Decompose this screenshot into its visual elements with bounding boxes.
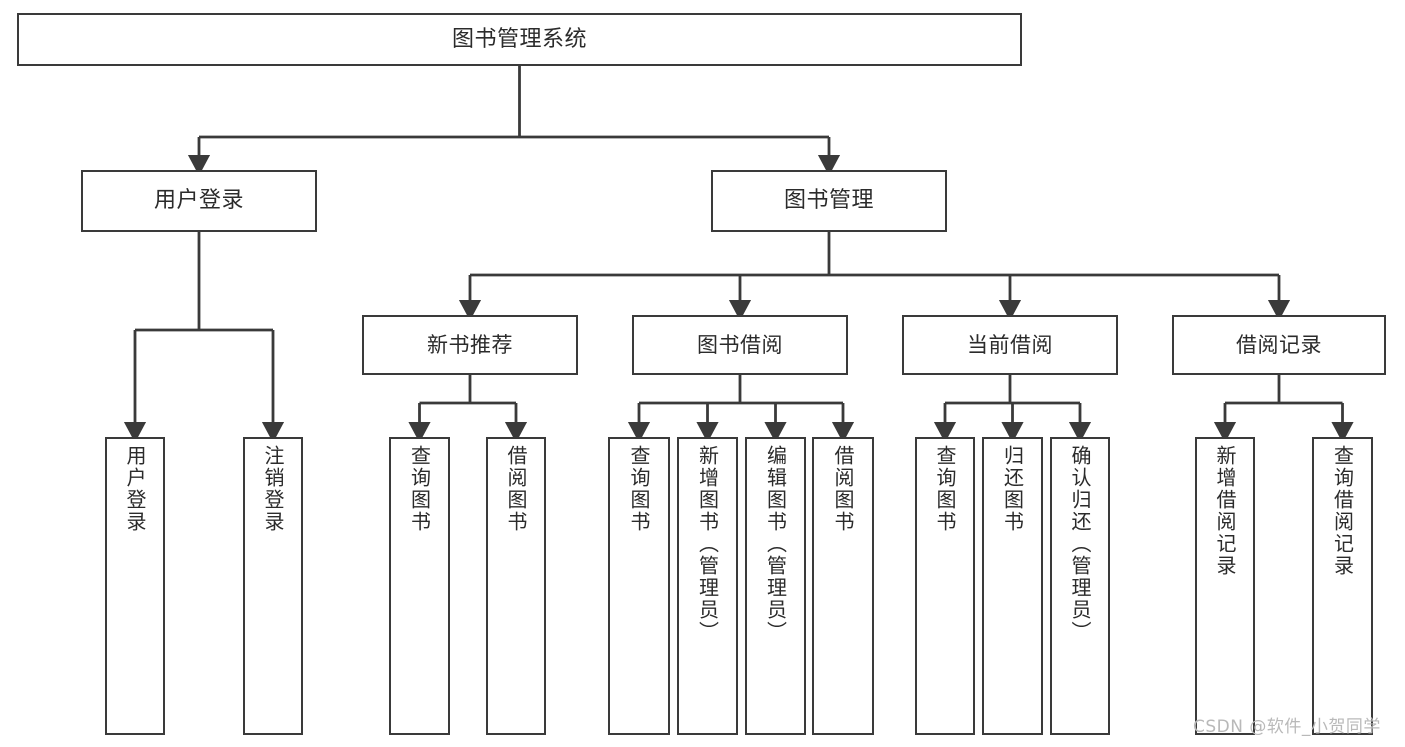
node-leaf-query-book-3[interactable]: 查询图书 (915, 437, 975, 735)
node-leaf-edit-book-label: 编辑图书（管理员） (763, 445, 788, 643)
node-leaf-borrow-book-1-label: 借阅图书 (504, 445, 528, 533)
node-leaf-logout-label: 注销登录 (261, 445, 285, 533)
node-new-book-recommend[interactable]: 新书推荐 (362, 315, 578, 375)
node-leaf-query-book-2[interactable]: 查询图书 (608, 437, 670, 735)
node-leaf-add-book-label: 新增图书（管理员） (695, 445, 720, 643)
node-current-borrow-label: 当前借阅 (967, 332, 1053, 357)
node-leaf-query-record-label: 查询借阅记录 (1330, 445, 1355, 577)
node-leaf-user-login[interactable]: 用户登录 (105, 437, 165, 735)
node-current-borrow[interactable]: 当前借阅 (902, 315, 1118, 375)
node-book-borrow-label: 图书借阅 (697, 332, 783, 357)
node-leaf-borrow-book-2-label: 借阅图书 (831, 445, 855, 533)
node-new-book-recommend-label: 新书推荐 (427, 332, 513, 357)
node-root-label: 图书管理系统 (451, 26, 587, 52)
node-leaf-logout[interactable]: 注销登录 (243, 437, 303, 735)
node-leaf-edit-book[interactable]: 编辑图书（管理员） (745, 437, 806, 735)
node-leaf-query-book-1-label: 查询图书 (407, 445, 432, 533)
node-leaf-borrow-book-2[interactable]: 借阅图书 (812, 437, 874, 735)
node-leaf-query-book-1[interactable]: 查询图书 (389, 437, 450, 735)
node-borrow-record[interactable]: 借阅记录 (1172, 315, 1386, 375)
node-leaf-query-book-2-label: 查询图书 (627, 445, 651, 533)
node-borrow-record-label: 借阅记录 (1236, 332, 1322, 357)
node-leaf-return-book-label: 归还图书 (1000, 445, 1025, 533)
node-book-borrow[interactable]: 图书借阅 (632, 315, 848, 375)
node-book-manage[interactable]: 图书管理 (711, 170, 947, 232)
node-leaf-add-book[interactable]: 新增图书（管理员） (677, 437, 738, 735)
node-leaf-add-record[interactable]: 新增借阅记录 (1195, 437, 1255, 735)
node-leaf-confirm-return[interactable]: 确认归还（管理员） (1050, 437, 1110, 735)
csdn-watermark: CSDN @软件_小贺同学 (1193, 717, 1381, 737)
node-leaf-query-record[interactable]: 查询借阅记录 (1312, 437, 1373, 735)
node-leaf-borrow-book-1[interactable]: 借阅图书 (486, 437, 546, 735)
node-leaf-query-book-3-label: 查询图书 (933, 445, 957, 533)
node-user-login-label: 用户登录 (153, 188, 244, 214)
node-root[interactable]: 图书管理系统 (17, 13, 1022, 66)
node-leaf-user-login-label: 用户登录 (123, 445, 147, 533)
node-leaf-add-record-label: 新增借阅记录 (1213, 445, 1237, 577)
node-user-login[interactable]: 用户登录 (81, 170, 317, 232)
node-book-manage-label: 图书管理 (783, 188, 874, 214)
node-leaf-confirm-return-label: 确认归还（管理员） (1068, 445, 1092, 643)
node-leaf-return-book[interactable]: 归还图书 (982, 437, 1043, 735)
